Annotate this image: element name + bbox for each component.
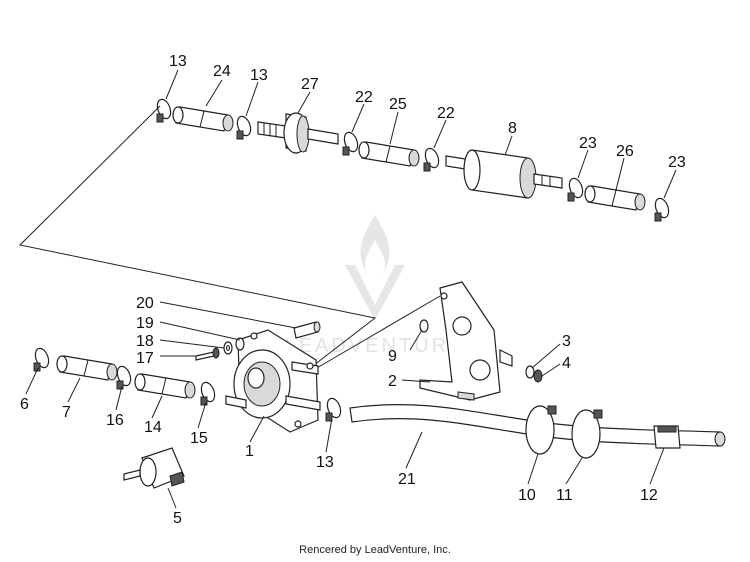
callout-17: 17 xyxy=(136,350,154,367)
callout-24: 24 xyxy=(213,63,231,80)
callout-14: 14 xyxy=(144,419,162,436)
callout-12: 12 xyxy=(640,487,658,504)
callout-15: 15 xyxy=(190,430,208,447)
clamp-22-left xyxy=(342,131,359,156)
callout-8: 8 xyxy=(508,120,517,137)
callout-13-lower: 13 xyxy=(316,454,334,471)
bracket-2 xyxy=(419,281,513,401)
callout-13-top-left: 13 xyxy=(169,53,187,70)
fuel-fitting-27 xyxy=(257,112,339,154)
callout-3: 3 xyxy=(562,333,571,350)
callout-22-left: 22 xyxy=(355,89,373,106)
upper-fuel-line-assembly xyxy=(156,98,670,222)
clamp-10 xyxy=(525,405,557,455)
clamp-13-top-left xyxy=(156,98,172,123)
callout-2: 2 xyxy=(388,373,397,390)
spacer-20 xyxy=(293,321,321,339)
hose-26 xyxy=(584,185,646,211)
callout-19: 19 xyxy=(136,315,154,332)
upper-leader-lines xyxy=(165,69,677,199)
watermark-logo: LEADVENTURE xyxy=(285,215,466,357)
clamp-23-right xyxy=(654,197,670,222)
callout-18: 18 xyxy=(136,333,154,350)
nut-4 xyxy=(533,369,543,383)
clamp-22-right xyxy=(423,147,440,172)
callout-6: 6 xyxy=(20,396,29,413)
fuel-solenoid-5 xyxy=(123,447,185,489)
hose-7 xyxy=(56,355,118,381)
callout-21: 21 xyxy=(398,471,416,488)
hose-24 xyxy=(172,106,234,132)
clamp-11 xyxy=(571,409,603,459)
clamp-15 xyxy=(200,381,216,406)
callout-23-right: 23 xyxy=(668,154,686,171)
nut-3 xyxy=(525,365,535,379)
clamp-23-left xyxy=(567,177,584,202)
callout-4: 4 xyxy=(562,355,571,372)
callout-16: 16 xyxy=(106,412,124,429)
callout-labels: 13 24 13 27 22 25 22 8 23 26 23 20 19 18… xyxy=(20,53,686,527)
clip-12 xyxy=(653,425,681,449)
lower-leader-lines xyxy=(25,301,665,509)
washer-18 xyxy=(223,341,233,355)
callout-1: 1 xyxy=(245,443,254,460)
callout-13-top-right: 13 xyxy=(250,67,268,84)
hose-25 xyxy=(358,141,420,167)
washer-9 xyxy=(419,319,429,333)
render-credit: Rencered by LeadVenture, Inc. xyxy=(299,544,451,556)
watermark-text: LEADVENTURE xyxy=(285,335,466,357)
clamp-13-top-right xyxy=(236,115,252,140)
callout-27: 27 xyxy=(301,76,319,93)
callout-26: 26 xyxy=(616,143,634,160)
lower-fuel-pump-assembly xyxy=(33,281,726,489)
clamp-13-lower xyxy=(325,397,342,422)
callout-9: 9 xyxy=(388,348,397,365)
callout-25: 25 xyxy=(389,96,407,113)
callout-23-left: 23 xyxy=(579,135,597,152)
hose-14 xyxy=(134,373,196,399)
fuel-pump-1 xyxy=(225,329,321,433)
washer-19 xyxy=(235,337,245,351)
callout-10: 10 xyxy=(518,487,536,504)
clamp-16 xyxy=(116,365,132,390)
callout-5: 5 xyxy=(173,510,182,527)
callout-20: 20 xyxy=(136,295,154,312)
callout-7: 7 xyxy=(62,404,71,421)
fuel-filter-8 xyxy=(445,149,563,199)
assembly-connection-lines xyxy=(18,105,441,373)
screw-17 xyxy=(195,347,220,361)
callout-22-right: 22 xyxy=(437,105,455,122)
callout-11: 11 xyxy=(556,487,573,504)
clamp-6 xyxy=(33,347,50,372)
